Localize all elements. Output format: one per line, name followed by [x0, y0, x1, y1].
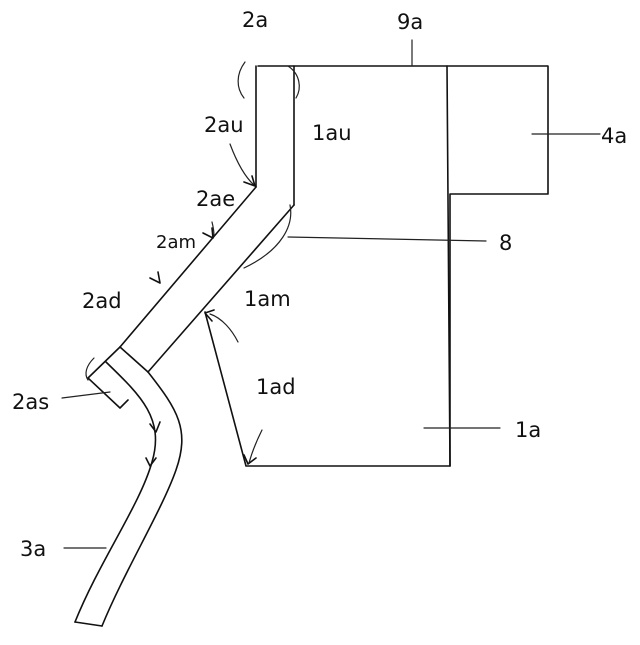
arrowhead-3a-upper [150, 422, 160, 432]
label-1ad: 1ad [256, 375, 296, 399]
arrowhead-2am [203, 228, 213, 238]
label-9a: 9a [397, 10, 423, 34]
label-8: 8 [499, 231, 512, 255]
label-4a: 4a [601, 124, 627, 148]
tube-3a-end [75, 622, 102, 626]
leader-2au [230, 144, 254, 185]
arc-2a-top [238, 62, 245, 98]
label-2a: 2a [242, 8, 268, 32]
label-1a: 1a [515, 418, 541, 442]
tube-3a-outer [75, 362, 155, 622]
leader-1am [210, 314, 238, 342]
label-3a: 3a [20, 537, 46, 561]
label-2ad: 2ad [82, 289, 122, 313]
tube-3a-inner [102, 372, 182, 626]
arrowhead-2ad [150, 272, 160, 283]
leader-2as [62, 392, 110, 398]
label-2ae: 2ae [196, 187, 235, 211]
label-2au: 2au [204, 113, 244, 137]
label-1au: 1au [312, 121, 352, 145]
label-2as: 2as [12, 390, 49, 414]
panel-2ad-cross-edge [120, 347, 148, 372]
arrowhead-3a-mid [146, 458, 156, 466]
label-1am: 1am [244, 287, 291, 311]
panel-2am-outer-edge [120, 187, 256, 347]
leader-8 [288, 237, 486, 241]
label-2am: 2am [156, 232, 196, 253]
